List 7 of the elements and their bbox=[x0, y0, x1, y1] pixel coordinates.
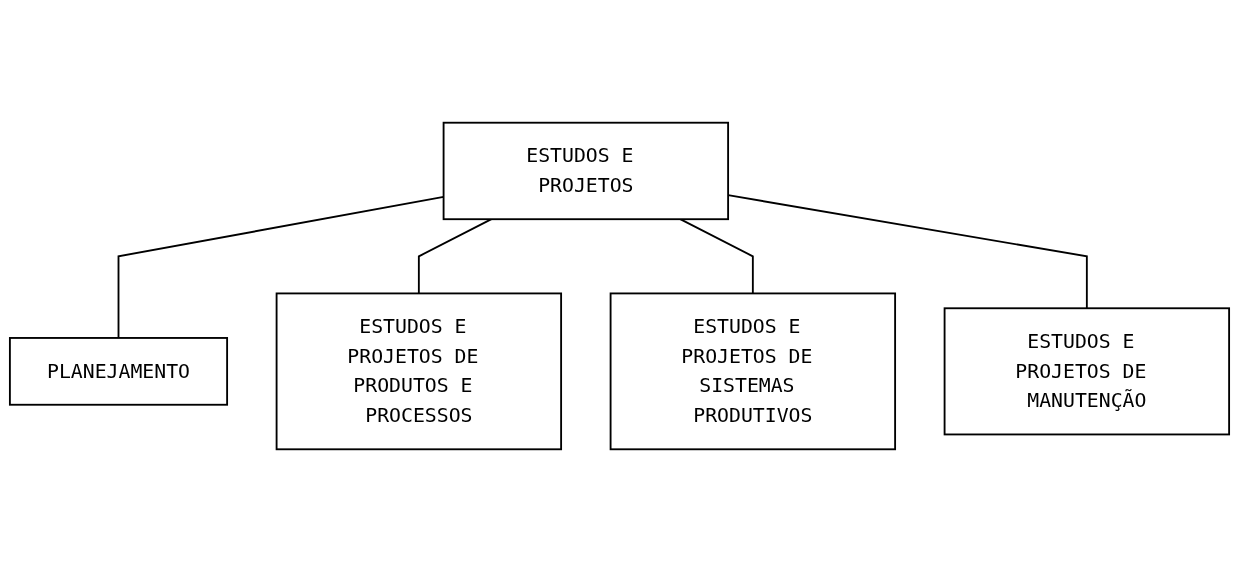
node-box: PLANEJAMENTO bbox=[8, 337, 229, 406]
connector bbox=[679, 218, 754, 295]
connector bbox=[417, 218, 493, 295]
node-box: ESTUDOS E PROJETOS bbox=[442, 121, 730, 221]
node-box: ESTUDOS E PROJETOS DE MANUTENÇÃO bbox=[943, 307, 1231, 436]
node-box: ESTUDOS E PROJETOS DE PRODUTOS E PROCESSOS bbox=[275, 292, 563, 451]
node-box: ESTUDOS E PROJETOS DE SISTEMAS PRODUTIVOS bbox=[609, 292, 897, 451]
